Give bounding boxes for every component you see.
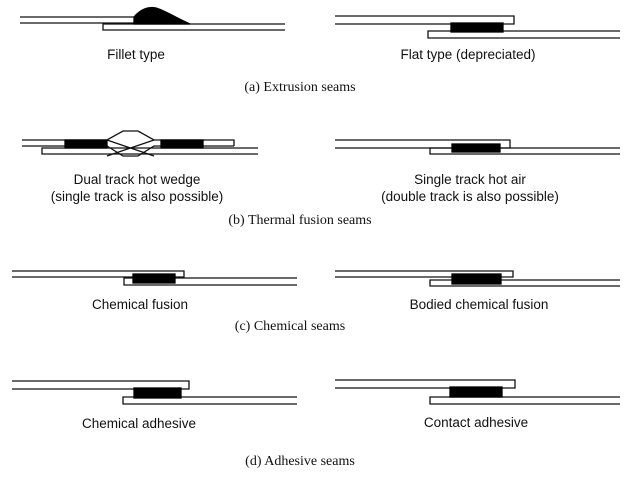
chemical-seams-caption: (c) Chemical seams	[234, 319, 346, 334]
bodied-chemical-fusion-label: Bodied chemical fusion	[409, 297, 549, 312]
single-track-label-line-1: Single track hot air	[414, 172, 526, 187]
dual-track-label-line-1: Dual track hot wedge	[73, 172, 201, 187]
fillet-type-label: Fillet type	[107, 47, 165, 62]
adhesive-seams-caption: (d) Adhesive seams	[245, 454, 355, 469]
bodied-chemical-fusion-drawing	[335, 270, 620, 287]
chemical-adhesive-drawing	[12, 380, 297, 405]
chemical-adhesive-label: Chemical adhesive	[81, 416, 197, 431]
fillet-seam-drawing	[20, 6, 285, 31]
thermal-fusion-seams-caption: (b) Thermal fusion seams	[228, 213, 372, 228]
contact-adhesive-drawing	[335, 379, 620, 405]
single-track-hot-air-drawing	[335, 139, 620, 155]
contact-adhesive-label: Contact adhesive	[423, 415, 529, 430]
chemical-fusion-drawing	[12, 270, 297, 286]
extrusion-seams-caption: (a) Extrusion seams	[244, 80, 356, 95]
single-track-label: Single track hot air (double track is al…	[381, 171, 559, 205]
dual-track-label-line-2: (single track is also possible)	[50, 189, 224, 204]
flat-seam-drawing	[335, 15, 620, 39]
dual-track-label: Dual track hot wedge (single track is al…	[51, 171, 224, 205]
flat-type-label: Flat type (depreciated)	[400, 47, 536, 62]
dual-track-wedge-drawing	[22, 130, 258, 157]
chemical-fusion-label: Chemical fusion	[91, 297, 189, 312]
single-track-label-line-2: (double track is also possible)	[381, 189, 559, 204]
